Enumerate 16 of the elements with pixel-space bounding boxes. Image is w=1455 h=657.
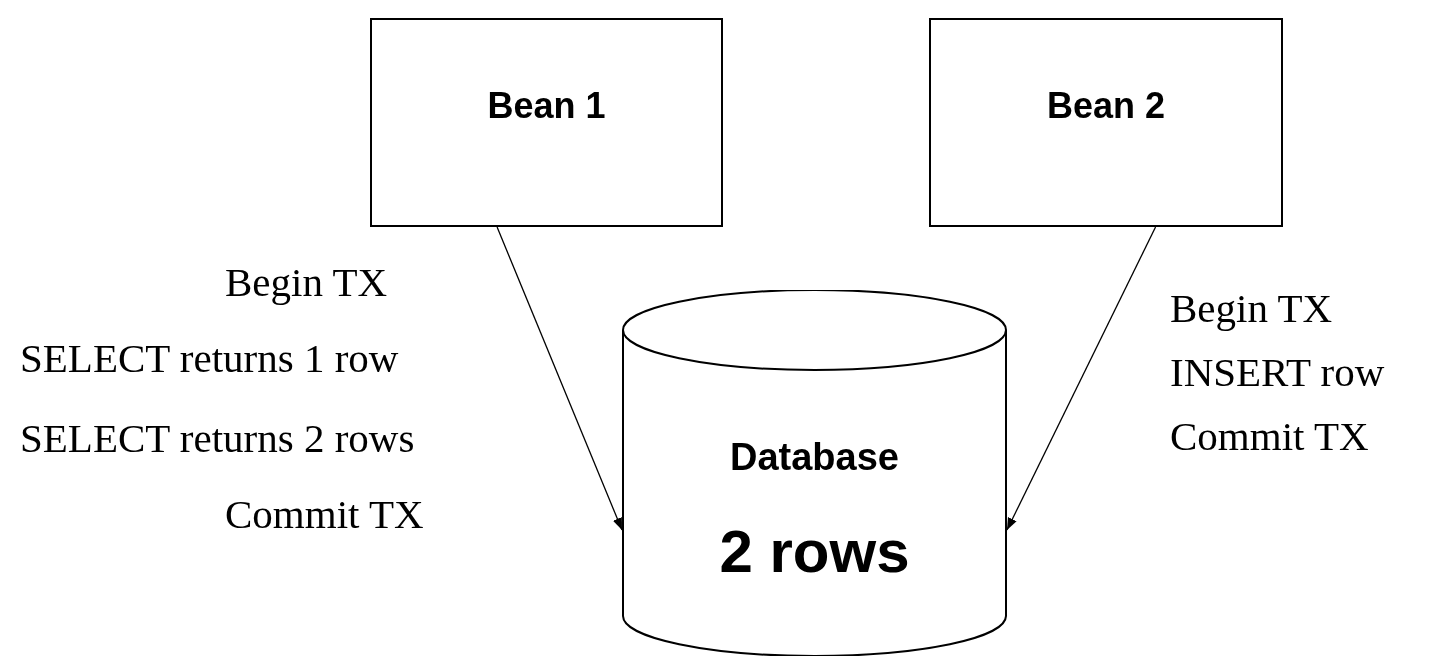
- process-box: [929, 18, 1283, 227]
- step-label: Begin TX: [225, 262, 388, 303]
- step-label: Commit TX: [225, 494, 424, 535]
- process-box: [370, 18, 723, 227]
- node-text: 2 rows: [718, 522, 911, 582]
- node-title: Bean 1: [487, 88, 606, 124]
- arrow: [1006, 226, 1157, 531]
- step-label: INSERT row: [1170, 352, 1385, 393]
- step-label: Begin TX: [1170, 288, 1333, 329]
- node-title: Database: [729, 438, 900, 476]
- arrow: [496, 226, 623, 531]
- step-label: SELECT returns 1 row: [20, 338, 399, 379]
- node-title: Bean 2: [1046, 88, 1166, 124]
- step-label: Commit TX: [1170, 416, 1369, 457]
- database-cylinder: [622, 290, 1007, 656]
- step-label: SELECT returns 2 rows: [20, 418, 415, 459]
